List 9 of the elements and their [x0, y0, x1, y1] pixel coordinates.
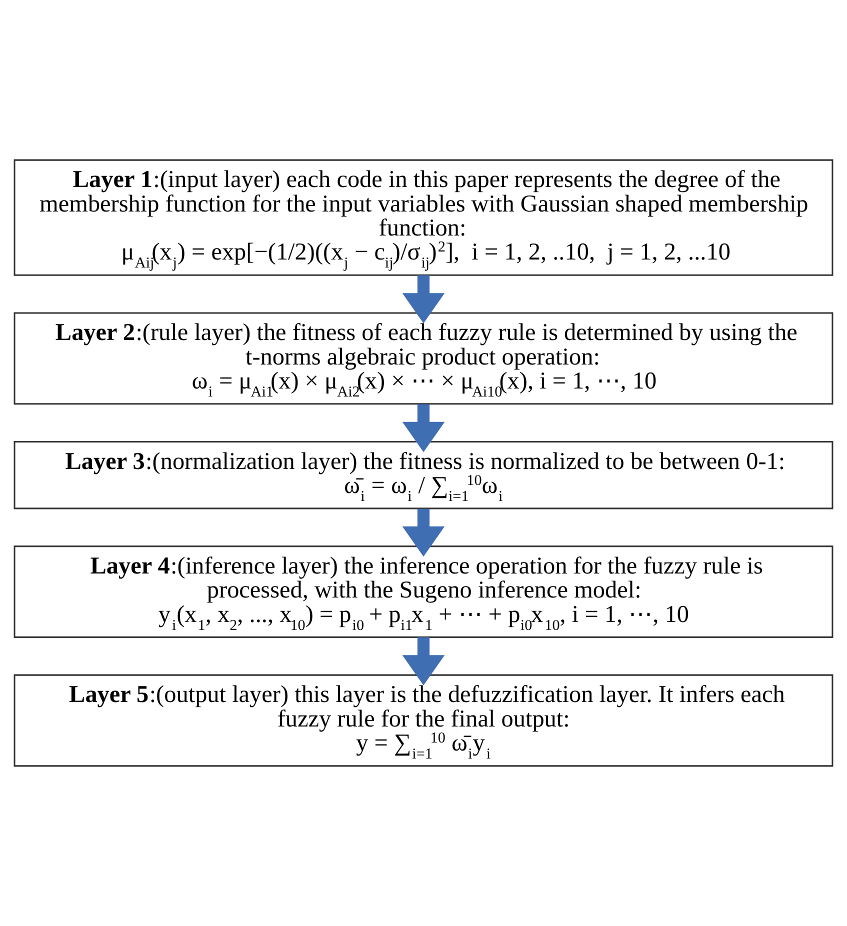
arrow: [402, 404, 445, 452]
node-box: Layer 4:(inference layer) the inference operation for the fuzzy rule is processed, with the Sugeno inference model: y$_{i}$(x$_{1}$, x$_{2}$, ..., x$_{10}$) = p$_{i0}$ + p$_{i1}$x$_{1}$ + ⋯ + p$_{i0}$x$_{10}$, i = 1, ⋯, 10: [14, 546, 834, 638]
arrow: [402, 275, 445, 324]
arrow: [402, 508, 445, 557]
node-box: Layer 3:(normalization layer) the fitness is normalized to be between 0-1: ω̄$_{i}$ = ω$_{i}$ / ∑$_{i=1}$$^{10}$ω$_{i}$: [14, 441, 834, 510]
arrow: [402, 637, 445, 686]
node-box: Layer 2:(rule layer) the fitness of each fuzzy rule is determined by using the t-norms algebraic product operation: ω$_{i}$ = μ$_{Ai1}$(x) × μ$_{Ai2}$(x) × ⋯ × μ$_{Ai10}$(x), i = 1, ⋯, 10: [14, 312, 834, 405]
node-box: Layer 5:(output layer) this layer is the defuzzification layer. It infers each fuzzy rule for the final output: y = ∑$_{i=1}$$^{10}$ ω̄$_{i}$y$_{i}$: [14, 674, 834, 767]
node-box: Layer 1:(input layer) each code in this paper represents the degree of the membership function for the input variables with Gaussian shaped membership function: μ$_{Aij}$(x$_{j}$) = exp[−(1/2)((x$_{j}$ − c$_{ij}$)/σ$_{ij}$)$^{2}$], i = 1, 2, ..10, j = 1, 2, ...10: [14, 159, 834, 276]
